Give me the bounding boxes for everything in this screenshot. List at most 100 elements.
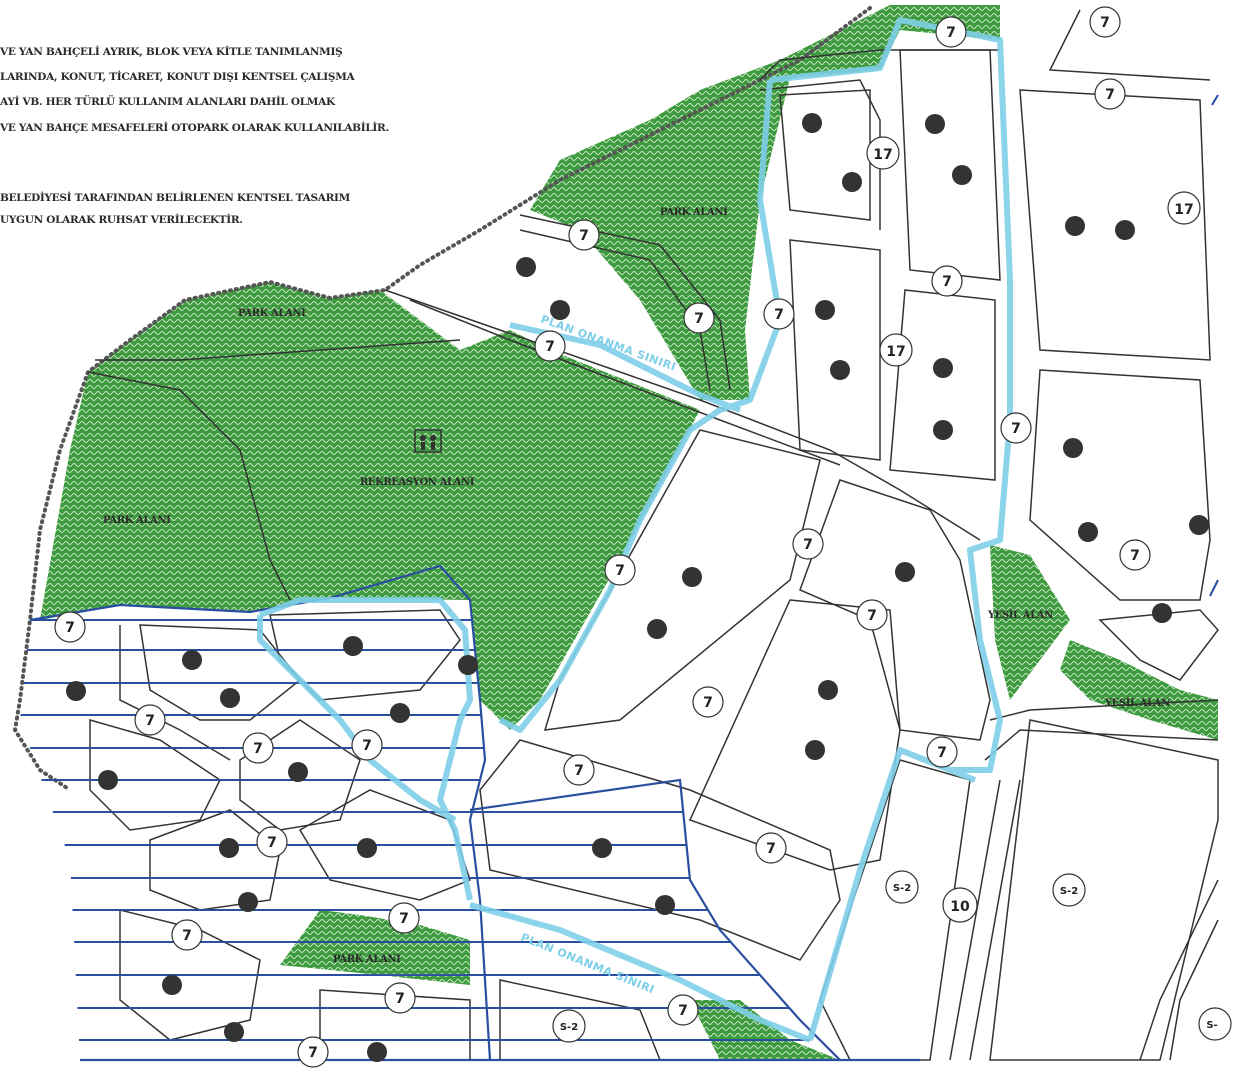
road-code-marker: 17 [879,333,913,367]
svg-text:7: 7 [1011,421,1021,437]
svg-text:7: 7 [766,841,776,857]
svg-text:S-2: S-2 [1060,886,1078,897]
svg-text:7: 7 [579,228,589,244]
svg-text:7: 7 [1100,15,1110,31]
park-area-south [280,910,470,985]
svg-text:7: 7 [703,695,713,711]
tree-symbol-icon [682,567,702,587]
road-width-markers: 7 7 7 17 17 7 7 7 7 7 17 7 7 7 7 7 7 7 7… [54,6,1201,1068]
svg-text:7: 7 [253,741,263,757]
plan-note-1: VE YAN BAHÇELİ AYRIK, BLOK VEYA KİTLE TA… [0,46,343,58]
zone-s2-marker: S-2 [885,870,919,904]
recreation-symbol-icon [414,429,442,453]
recreation-area-label: REKREASYON ALANI [360,477,475,488]
road-code-marker: 7 [926,736,958,768]
svg-text:S-2: S-2 [893,883,911,894]
svg-text:7: 7 [678,1003,688,1019]
road-code-marker: 7 [534,330,566,362]
road-code-marker: 7 [667,994,699,1026]
svg-text:7: 7 [942,274,952,290]
zone-markers: S-2 S-2 S-2 S- [552,870,1232,1043]
tree-symbol-icon [830,360,850,380]
green-area-east [990,545,1070,700]
svg-text:7: 7 [574,763,584,779]
road-code-marker: 7 [297,1036,329,1068]
tree-symbol-icon [288,762,308,782]
svg-text:7: 7 [1130,548,1140,564]
tree-symbol-icon [592,838,612,858]
road-code-marker: 7 [171,919,203,951]
tree-symbol-icon [550,300,570,320]
svg-text:7: 7 [774,307,784,323]
tree-symbol-icon [802,113,822,133]
tree-symbol-icon [925,114,945,134]
svg-text:7: 7 [362,738,372,754]
svg-text:7: 7 [395,991,405,1007]
road-code-marker: 7 [931,265,963,297]
tree-symbol-icon [1063,438,1083,458]
tree-symbol-icon [818,680,838,700]
tree-symbol-icon [805,740,825,760]
svg-text:7: 7 [308,1045,318,1061]
road-code-marker: 7 [134,704,166,736]
svg-text:7: 7 [615,563,625,579]
tree-symbol-icon [219,838,239,858]
tree-symbol-icon [933,358,953,378]
road-code-marker: 7 [755,832,787,864]
svg-text:7: 7 [145,713,155,729]
svg-text:7: 7 [803,537,813,553]
park-area-label-south: PARK ALANI [333,954,401,965]
road-code-marker: 7 [792,528,824,560]
green-areas [40,5,1218,1060]
tree-symbol-icon [162,975,182,995]
park-area-label-top: PARK ALANI [238,308,306,319]
svg-text:7: 7 [267,835,277,851]
tree-symbol-icon [842,172,862,192]
tree-symbol-icon [655,895,675,915]
tree-symbol-icon [224,1022,244,1042]
svg-text:7: 7 [867,608,877,624]
road-code-marker: 7 [388,902,420,934]
svg-text:S-2: S-2 [560,1022,578,1033]
zone-s2-marker: S-2 [552,1009,586,1043]
zone-s2-marker: S-2 [1052,873,1086,907]
road-code-marker: 17 [866,136,900,170]
tree-symbol-icon [1189,515,1209,535]
green-area-southeast [1060,640,1218,740]
svg-text:7: 7 [1105,87,1115,103]
road-code-marker: 7 [568,219,600,251]
park-area-label-north: PARK ALANI [660,207,728,218]
road-code-marker: 7 [54,611,86,643]
plan-note-6: UYGUN OLARAK RUHSAT VERİLECEKTİR. [0,214,243,226]
tree-symbol-icon [1078,522,1098,542]
tree-symbol-icon [343,636,363,656]
plan-approval-boundary [257,17,1013,1043]
svg-text:17: 17 [886,344,905,360]
tree-symbol-icon [1115,220,1135,240]
svg-text:7: 7 [65,620,75,636]
road-code-marker: 7 [935,16,967,48]
svg-text:7: 7 [946,25,956,41]
road-code-marker: 7 [1094,78,1126,110]
tree-symbol-icon [895,562,915,582]
tree-symbol-icon [66,681,86,701]
road-code-marker: 7 [1000,412,1032,444]
road-code-marker: 7 [242,732,274,764]
road-code-marker: 7 [604,554,636,586]
plan-note-3: AYİ VB. HER TÜRLÜ KULLANIM ALANLARI DAHİ… [0,96,335,108]
road-code-marker: 7 [1119,539,1151,571]
road-code-marker: 7 [856,599,888,631]
tree-symbol-icon [1065,216,1085,236]
green-area-label-southeast: YEŞİL ALAN [1104,696,1170,709]
tree-symbol-icon [390,703,410,723]
svg-text:17: 17 [873,147,892,163]
tree-symbol-icon [220,688,240,708]
tree-symbol-icon [1152,603,1172,623]
plan-note-2: LARINDA, KONUT, TİCARET, KONUT DIŞI KENT… [0,71,355,83]
svg-text:7: 7 [694,311,704,327]
svg-text:7: 7 [182,928,192,944]
tree-symbol-icon [367,1042,387,1062]
tree-symbol-icon [933,420,953,440]
road-code-marker: 7 [1089,6,1121,38]
road-code-marker: 17 [1167,191,1201,225]
